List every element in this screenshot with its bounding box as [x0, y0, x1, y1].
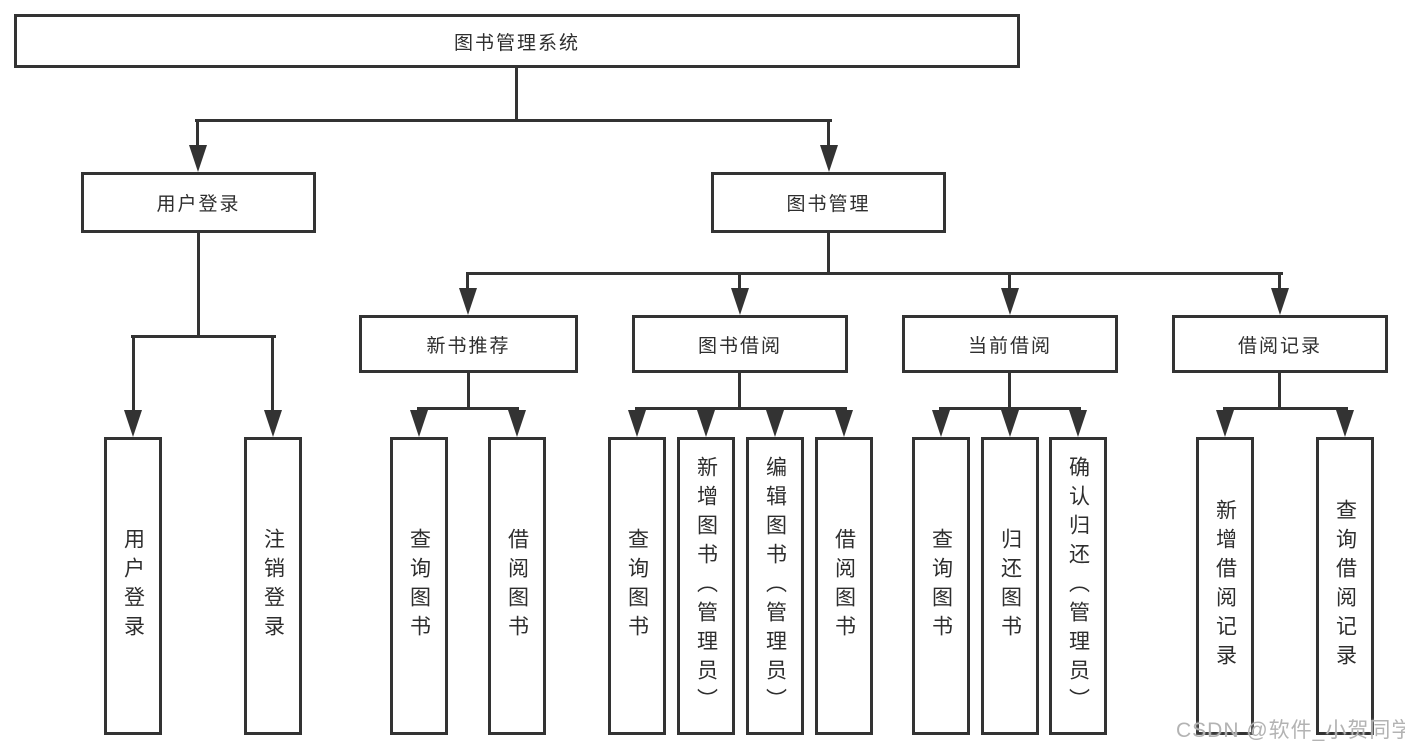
connector-line: [196, 119, 199, 147]
arrow-down-icon: [932, 410, 950, 437]
node-library-system: 图书管理系统: [14, 14, 1020, 68]
leaf-add-book-admin: 新增图书（管理员）: [677, 437, 735, 735]
node-label: 注销登录: [261, 528, 285, 644]
node-label: 图书管理系统: [453, 32, 580, 54]
leaf-return-book: 归还图书: [981, 437, 1039, 735]
connector-line: [515, 67, 518, 121]
arrow-down-icon: [410, 410, 428, 437]
connector-line: [466, 272, 1283, 275]
node-label: 归还图书: [998, 528, 1022, 644]
node-book-management: 图书管理: [711, 172, 946, 233]
arrow-down-icon: [459, 288, 477, 315]
arrow-down-icon: [766, 410, 784, 437]
connector-line: [939, 407, 1081, 410]
connector-line: [466, 272, 469, 290]
leaf-user-login: 用户登录: [104, 437, 162, 735]
connector-line: [131, 335, 276, 338]
node-label: 当前借阅: [967, 335, 1052, 357]
node-label: 新书推荐: [426, 335, 511, 357]
arrow-down-icon: [820, 145, 838, 172]
arrow-down-icon: [835, 410, 853, 437]
arrow-down-icon: [508, 410, 526, 437]
node-label: 确认归还（管理员）: [1066, 455, 1090, 717]
node-label: 查询图书: [929, 528, 953, 644]
connector-line: [467, 373, 470, 410]
node-label: 图书借阅: [697, 335, 782, 357]
node-label: 查询图书: [407, 528, 431, 644]
node-label: 新增借阅记录: [1213, 499, 1237, 673]
arrow-down-icon: [1069, 410, 1087, 437]
node-label: 图书管理: [786, 194, 871, 215]
connector-line: [195, 119, 832, 122]
node-label: 用户登录: [121, 528, 145, 644]
leaf-logout: 注销登录: [244, 437, 302, 735]
arrow-down-icon: [264, 410, 282, 437]
node-label: 借阅图书: [832, 528, 856, 644]
connector-line: [1223, 407, 1348, 410]
connector-line: [1008, 272, 1011, 290]
connector-line: [635, 407, 847, 410]
connector-line: [738, 272, 741, 290]
node-label: 编辑图书（管理员）: [763, 455, 787, 717]
connector-line: [197, 230, 200, 338]
leaf-borrow-books-borrow: 借阅图书: [815, 437, 873, 735]
connector-line: [417, 407, 519, 410]
leaf-confirm-return-admin: 确认归还（管理员）: [1049, 437, 1107, 735]
arrow-down-icon: [1271, 288, 1289, 315]
node-label: 借阅记录: [1237, 335, 1322, 357]
node-label: 查询图书: [625, 528, 649, 644]
connector-line: [271, 335, 274, 412]
connector-line: [1008, 373, 1011, 410]
leaf-query-borrow-record: 查询借阅记录: [1316, 437, 1374, 735]
node-borrow-records: 借阅记录: [1172, 315, 1388, 373]
node-book-borrow: 图书借阅: [632, 315, 848, 373]
connector-line: [827, 119, 830, 147]
leaf-edit-book-admin: 编辑图书（管理员）: [746, 437, 804, 735]
arrow-down-icon: [124, 410, 142, 437]
arrow-down-icon: [697, 410, 715, 437]
arrow-down-icon: [1001, 410, 1019, 437]
node-current-borrow: 当前借阅: [902, 315, 1118, 373]
connector-line: [1278, 373, 1281, 410]
node-new-book-recommend: 新书推荐: [359, 315, 578, 373]
node-label: 新增图书（管理员）: [694, 455, 718, 717]
csdn-watermark: CSDN @软件_小贺同学: [1176, 719, 1405, 742]
connector-line: [738, 373, 741, 410]
node-label: 用户登录: [156, 194, 241, 215]
leaf-query-books-current: 查询图书: [912, 437, 970, 735]
connector-line: [132, 335, 135, 412]
leaf-borrow-books-recommend: 借阅图书: [488, 437, 546, 735]
arrow-down-icon: [1336, 410, 1354, 437]
arrow-down-icon: [628, 410, 646, 437]
connector-line: [827, 230, 830, 275]
node-user-login: 用户登录: [81, 172, 316, 233]
node-label: 查询借阅记录: [1333, 499, 1357, 673]
arrow-down-icon: [189, 145, 207, 172]
arrow-down-icon: [1001, 288, 1019, 315]
connector-line: [1278, 272, 1281, 290]
leaf-add-borrow-record: 新增借阅记录: [1196, 437, 1254, 735]
leaf-query-books-recommend: 查询图书: [390, 437, 448, 735]
leaf-query-books-borrow: 查询图书: [608, 437, 666, 735]
arrow-down-icon: [1216, 410, 1234, 437]
node-label: 借阅图书: [505, 528, 529, 644]
arrow-down-icon: [731, 288, 749, 315]
